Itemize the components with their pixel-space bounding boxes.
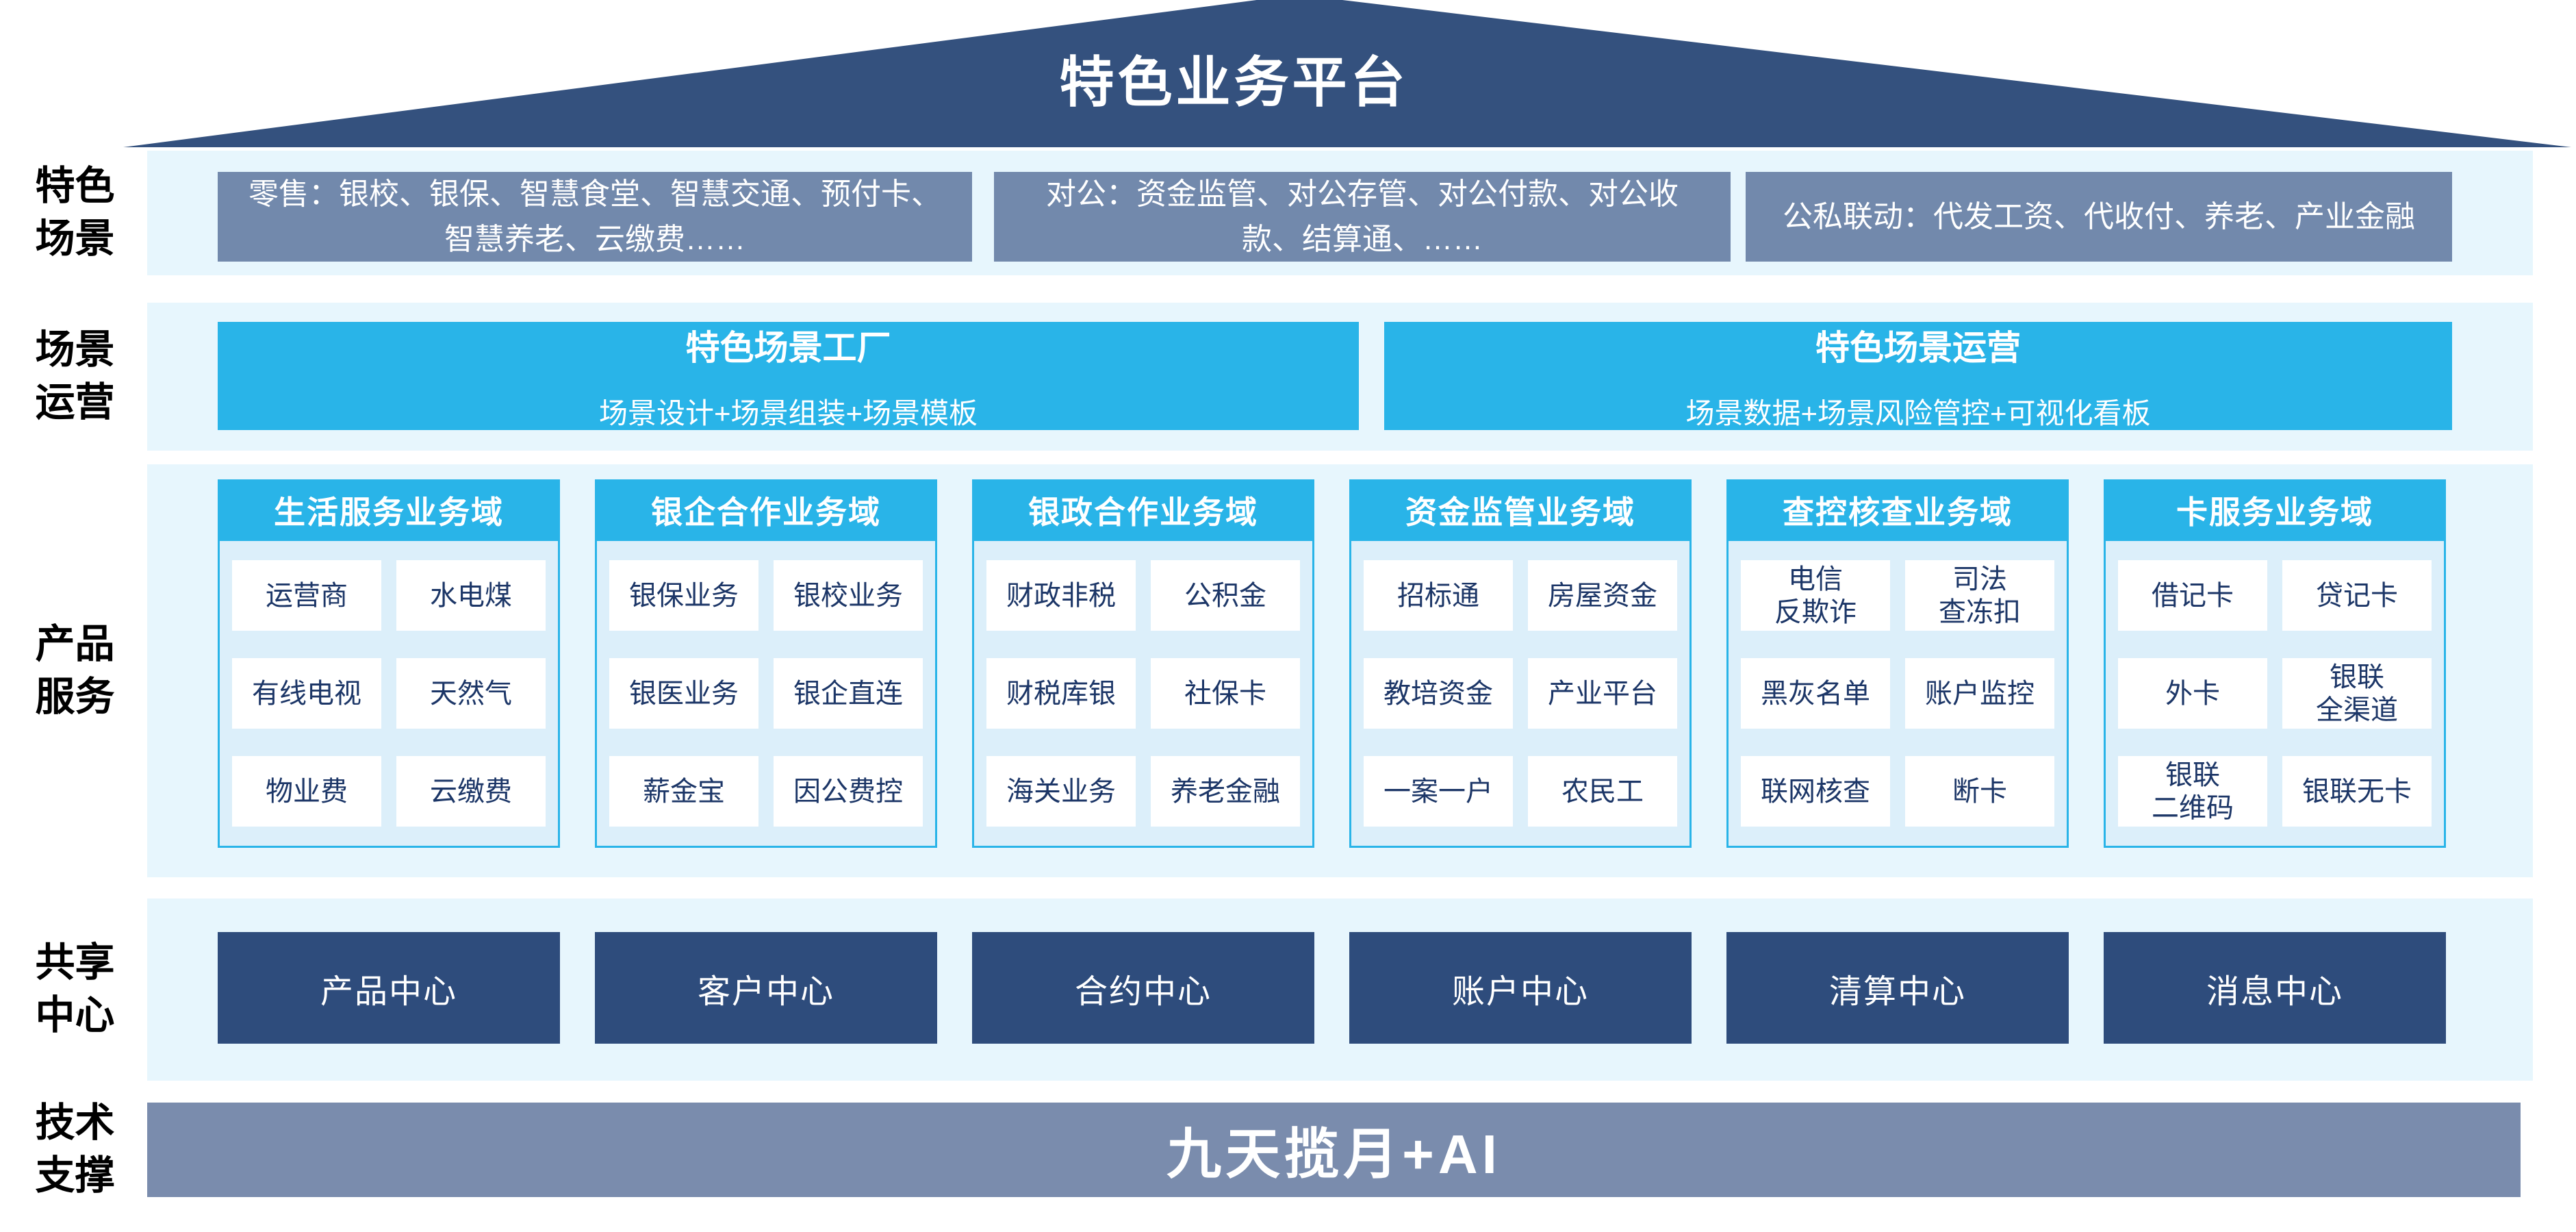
product-cell: 海关业务: [986, 756, 1136, 827]
product-cell: 银保业务: [609, 560, 758, 631]
domain-header: 生活服务业务域: [218, 479, 560, 541]
scene-operation-box: 特色场景运营 场景数据+场景风险管控+可视化看板: [1384, 322, 2452, 430]
domain-column-bank-government: 银政合作业务域 财政非税 公积金 财税库银 社保卡 海关业务 养老金融: [972, 479, 1314, 848]
domain-body: 银保业务 银校业务 银医业务 银企直连 薪金宝 因公费控: [595, 541, 937, 848]
domain-header: 银政合作业务域: [972, 479, 1314, 541]
product-cell: 司法 查冻扣: [1905, 560, 2054, 631]
product-cell: 断卡: [1905, 756, 2054, 827]
domain-body: 财政非税 公积金 财税库银 社保卡 海关业务 养老金融: [972, 541, 1314, 848]
scenes-panel: 零售：银校、银保、智慧食堂、智慧交通、预付卡、智慧养老、云缴费…… 对公：资金监…: [147, 151, 2533, 275]
product-cell: 农民工: [1528, 756, 1677, 827]
product-cell: 云缴费: [396, 756, 546, 827]
center-box-contract: 合约中心: [972, 932, 1314, 1044]
product-cell: 银联 二维码: [2118, 756, 2267, 827]
product-cell: 教培资金: [1364, 658, 1513, 729]
domain-body: 电信 反欺诈 司法 查冻扣 黑灰名单 账户监控 联网核查 断卡: [1726, 541, 2069, 848]
scene-box-retail: 零售：银校、银保、智慧食堂、智慧交通、预付卡、智慧养老、云缴费……: [218, 172, 972, 262]
product-cell: 财税库银: [986, 658, 1136, 729]
domain-header: 查控核查业务域: [1726, 479, 2069, 541]
product-cell: 电信 反欺诈: [1741, 560, 1890, 631]
domain-column-card-services: 卡服务业务域 借记卡 贷记卡 外卡 银联 全渠道 银联 二维码 银联无卡: [2104, 479, 2446, 848]
side-label-shared: 共享 中心: [35, 940, 115, 1038]
product-cell: 因公费控: [774, 756, 923, 827]
operation-panel: 特色场景工厂 场景设计+场景组装+场景模板 特色场景运营 场景数据+场景风险管控…: [147, 303, 2533, 451]
center-box-clearing: 清算中心: [1726, 932, 2069, 1044]
domain-body: 借记卡 贷记卡 外卡 银联 全渠道 银联 二维码 银联无卡: [2104, 541, 2446, 848]
products-panel: 生活服务业务域 运营商 水电煤 有线电视 天然气 物业费 云缴费 银企合作业务域…: [147, 464, 2533, 877]
product-cell: 天然气: [396, 658, 546, 729]
scene-box-public-private: 公私联动：代发工资、代收付、养老、产业金融: [1746, 172, 2452, 262]
side-label-scenes: 特色 场景: [35, 164, 115, 261]
domain-column-life-services: 生活服务业务域 运营商 水电煤 有线电视 天然气 物业费 云缴费: [218, 479, 560, 848]
product-cell: 运营商: [232, 560, 381, 631]
product-cell: 养老金融: [1151, 756, 1300, 827]
product-cell: 财政非税: [986, 560, 1136, 631]
product-cell: 银联无卡: [2282, 756, 2432, 827]
product-cell: 银联 全渠道: [2282, 658, 2432, 729]
center-box-product: 产品中心: [218, 932, 560, 1044]
center-box-message: 消息中心: [2104, 932, 2446, 1044]
shared-centers-panel: 产品中心 客户中心 合约中心 账户中心 清算中心 消息中心: [147, 898, 2533, 1081]
product-cell: 贷记卡: [2282, 560, 2432, 631]
product-cell: 联网核查: [1741, 756, 1890, 827]
domain-body: 招标通 房屋资金 教培资金 产业平台 一案一户 农民工: [1349, 541, 1692, 848]
scene-operation-subtitle: 场景数据+场景风险管控+可视化看板: [1685, 397, 2151, 429]
product-cell: 水电煤: [396, 560, 546, 631]
product-cell: 银企直连: [774, 658, 923, 729]
platform-title: 特色业务平台: [1059, 52, 1409, 113]
scene-factory-box: 特色场景工厂 场景设计+场景组装+场景模板: [218, 322, 1359, 430]
product-cell: 房屋资金: [1528, 560, 1677, 631]
product-cell: 招标通: [1364, 560, 1513, 631]
product-cell: 有线电视: [232, 658, 381, 729]
side-label-tech: 技术 支撑: [35, 1101, 115, 1198]
product-cell: 公积金: [1151, 560, 1300, 631]
product-cell: 物业费: [232, 756, 381, 827]
domain-header: 银企合作业务域: [595, 479, 937, 541]
scene-box-corporate: 对公：资金监管、对公存管、对公付款、对公收款、结算通、……: [994, 172, 1731, 262]
domain-header: 资金监管业务域: [1349, 479, 1692, 541]
product-cell: 一案一户: [1364, 756, 1513, 827]
center-box-account: 账户中心: [1349, 932, 1692, 1044]
product-cell: 外卡: [2118, 658, 2267, 729]
scene-factory-title: 特色场景工厂: [685, 328, 891, 367]
scene-operation-title: 特色场景运营: [1815, 328, 2021, 367]
product-cell: 银医业务: [609, 658, 758, 729]
product-cell: 黑灰名单: [1741, 658, 1890, 729]
domain-column-bank-enterprise: 银企合作业务域 银保业务 银校业务 银医业务 银企直连 薪金宝 因公费控: [595, 479, 937, 848]
domain-column-inquiry-control: 查控核查业务域 电信 反欺诈 司法 查冻扣 黑灰名单 账户监控 联网核查 断卡: [1726, 479, 2069, 848]
product-cell: 社保卡: [1151, 658, 1300, 729]
tech-support-bar: 九天揽月+AI: [147, 1103, 2521, 1197]
product-cell: 借记卡: [2118, 560, 2267, 631]
domain-body: 运营商 水电煤 有线电视 天然气 物业费 云缴费: [218, 541, 560, 848]
domain-column-fund-supervision: 资金监管业务域 招标通 房屋资金 教培资金 产业平台 一案一户 农民工: [1349, 479, 1692, 848]
domain-header: 卡服务业务域: [2104, 479, 2446, 541]
center-box-customer: 客户中心: [595, 932, 937, 1044]
scene-factory-subtitle: 场景设计+场景组装+场景模板: [598, 397, 978, 429]
side-label-products: 产品 服务: [35, 621, 115, 719]
product-cell: 银校业务: [774, 560, 923, 631]
product-cell: 产业平台: [1528, 658, 1677, 729]
side-label-operation: 场景 运营: [35, 327, 115, 425]
product-cell: 账户监控: [1905, 658, 2054, 729]
product-cell: 薪金宝: [609, 756, 758, 827]
